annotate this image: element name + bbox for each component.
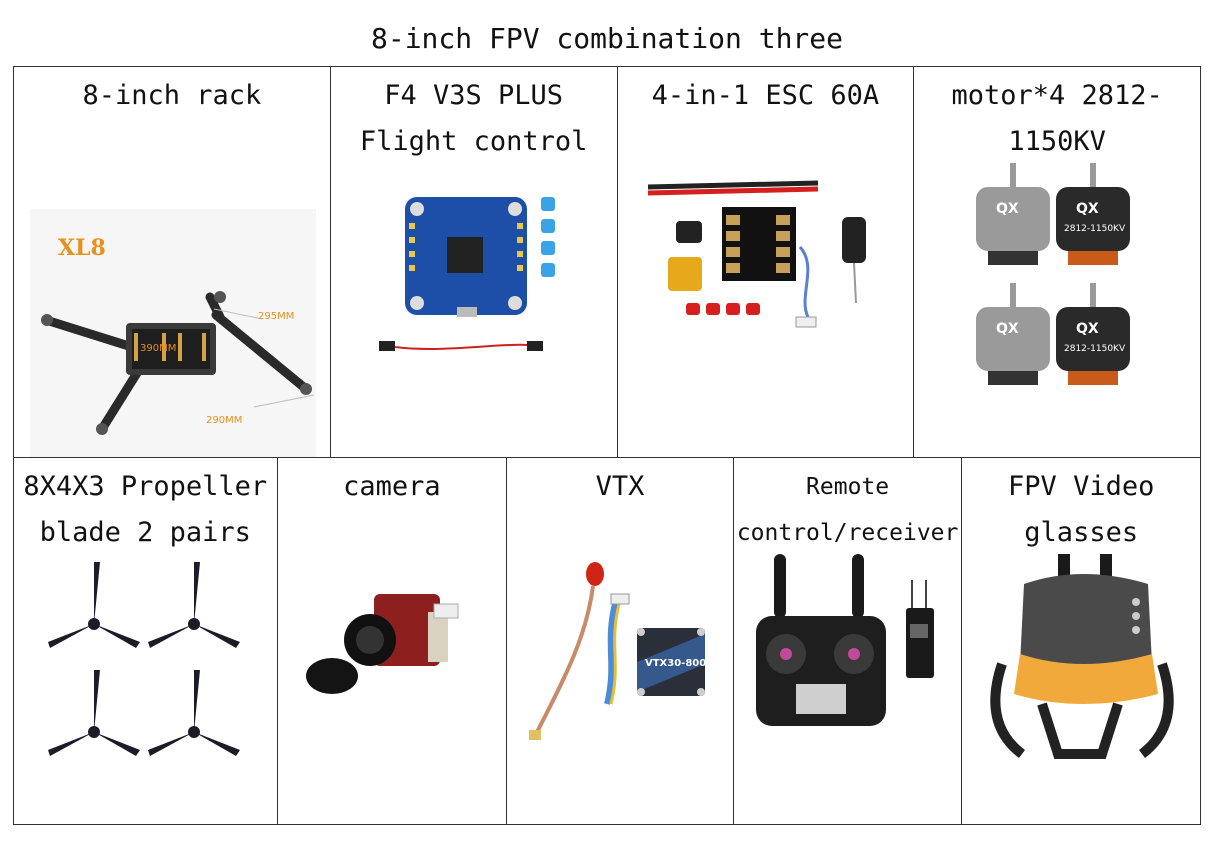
cell-label: 4-in-1 ESC 60A: [651, 80, 880, 111]
camera-image: [305, 594, 459, 694]
cell-remote: Remote control/receiver: [732, 457, 963, 825]
cell-label: VTX: [595, 471, 645, 502]
cell-motor: motor*4 2812-1150KV QX QX 2812-1150KV QX: [913, 66, 1202, 458]
cell-label: Remote control/receiver: [736, 474, 959, 546]
cell-label: 8X4X3 Propeller blade 2 pairs: [23, 471, 268, 548]
motor-model-text: 2812-1150KV: [1064, 344, 1126, 354]
product-row-1: 8-inch rack XL8 390MM 295MM: [13, 66, 1202, 458]
rack-brand-text: XL8: [58, 235, 106, 261]
cell-propeller: 8X4X3 Propeller blade 2 pairs: [13, 457, 278, 825]
cell-vtx: VTX VTX30-800: [506, 457, 734, 825]
cell-label: F4 V3S PLUS Flight control: [359, 80, 588, 157]
rack-dim-390: 390MM: [140, 343, 176, 354]
motor-model-text: 2812-1150KV: [1064, 224, 1126, 234]
cell-label: motor*4 2812-1150KV: [951, 80, 1163, 157]
flight-controller-image: [378, 197, 555, 351]
vtx-image: VTX30-800: [529, 562, 706, 740]
propeller-image: [48, 562, 240, 756]
page-title: 8-inch FPV combination three: [370, 22, 843, 55]
cell-rack: 8-inch rack XL8 390MM 295MM: [13, 66, 331, 458]
cell-flight-controller: F4 V3S PLUS Flight control: [329, 66, 618, 458]
cell-esc: 4-in-1 ESC 60A: [616, 66, 915, 458]
motor-image: QX QX 2812-1150KV QX QX 2812-1150KV: [976, 163, 1131, 385]
esc-image: [647, 180, 866, 328]
fpv-goggles-image: [990, 554, 1175, 759]
motor-brand-text: QX: [996, 321, 1019, 337]
cell-goggles: FPV Video glasses: [961, 457, 1201, 825]
rack-frame-image: XL8 390MM 295MM 290MM: [30, 209, 316, 457]
motor-brand-text: QX: [996, 201, 1019, 217]
motor-brand-text: QX: [1076, 321, 1099, 337]
rack-dim-295: 295MM: [258, 311, 294, 322]
cell-label: 8-inch rack: [82, 80, 262, 111]
motor-brand-text: QX: [1076, 201, 1099, 217]
remote-receiver-image: [755, 554, 934, 726]
cell-label: camera: [343, 471, 441, 502]
cell-camera: camera: [276, 457, 508, 825]
rack-dim-290: 290MM: [206, 415, 242, 426]
product-row-2: 8X4X3 Propeller blade 2 pairs camera: [13, 457, 1201, 825]
vtx-model-text: VTX30-800: [645, 658, 706, 669]
cell-label: FPV Video glasses: [1008, 471, 1155, 548]
